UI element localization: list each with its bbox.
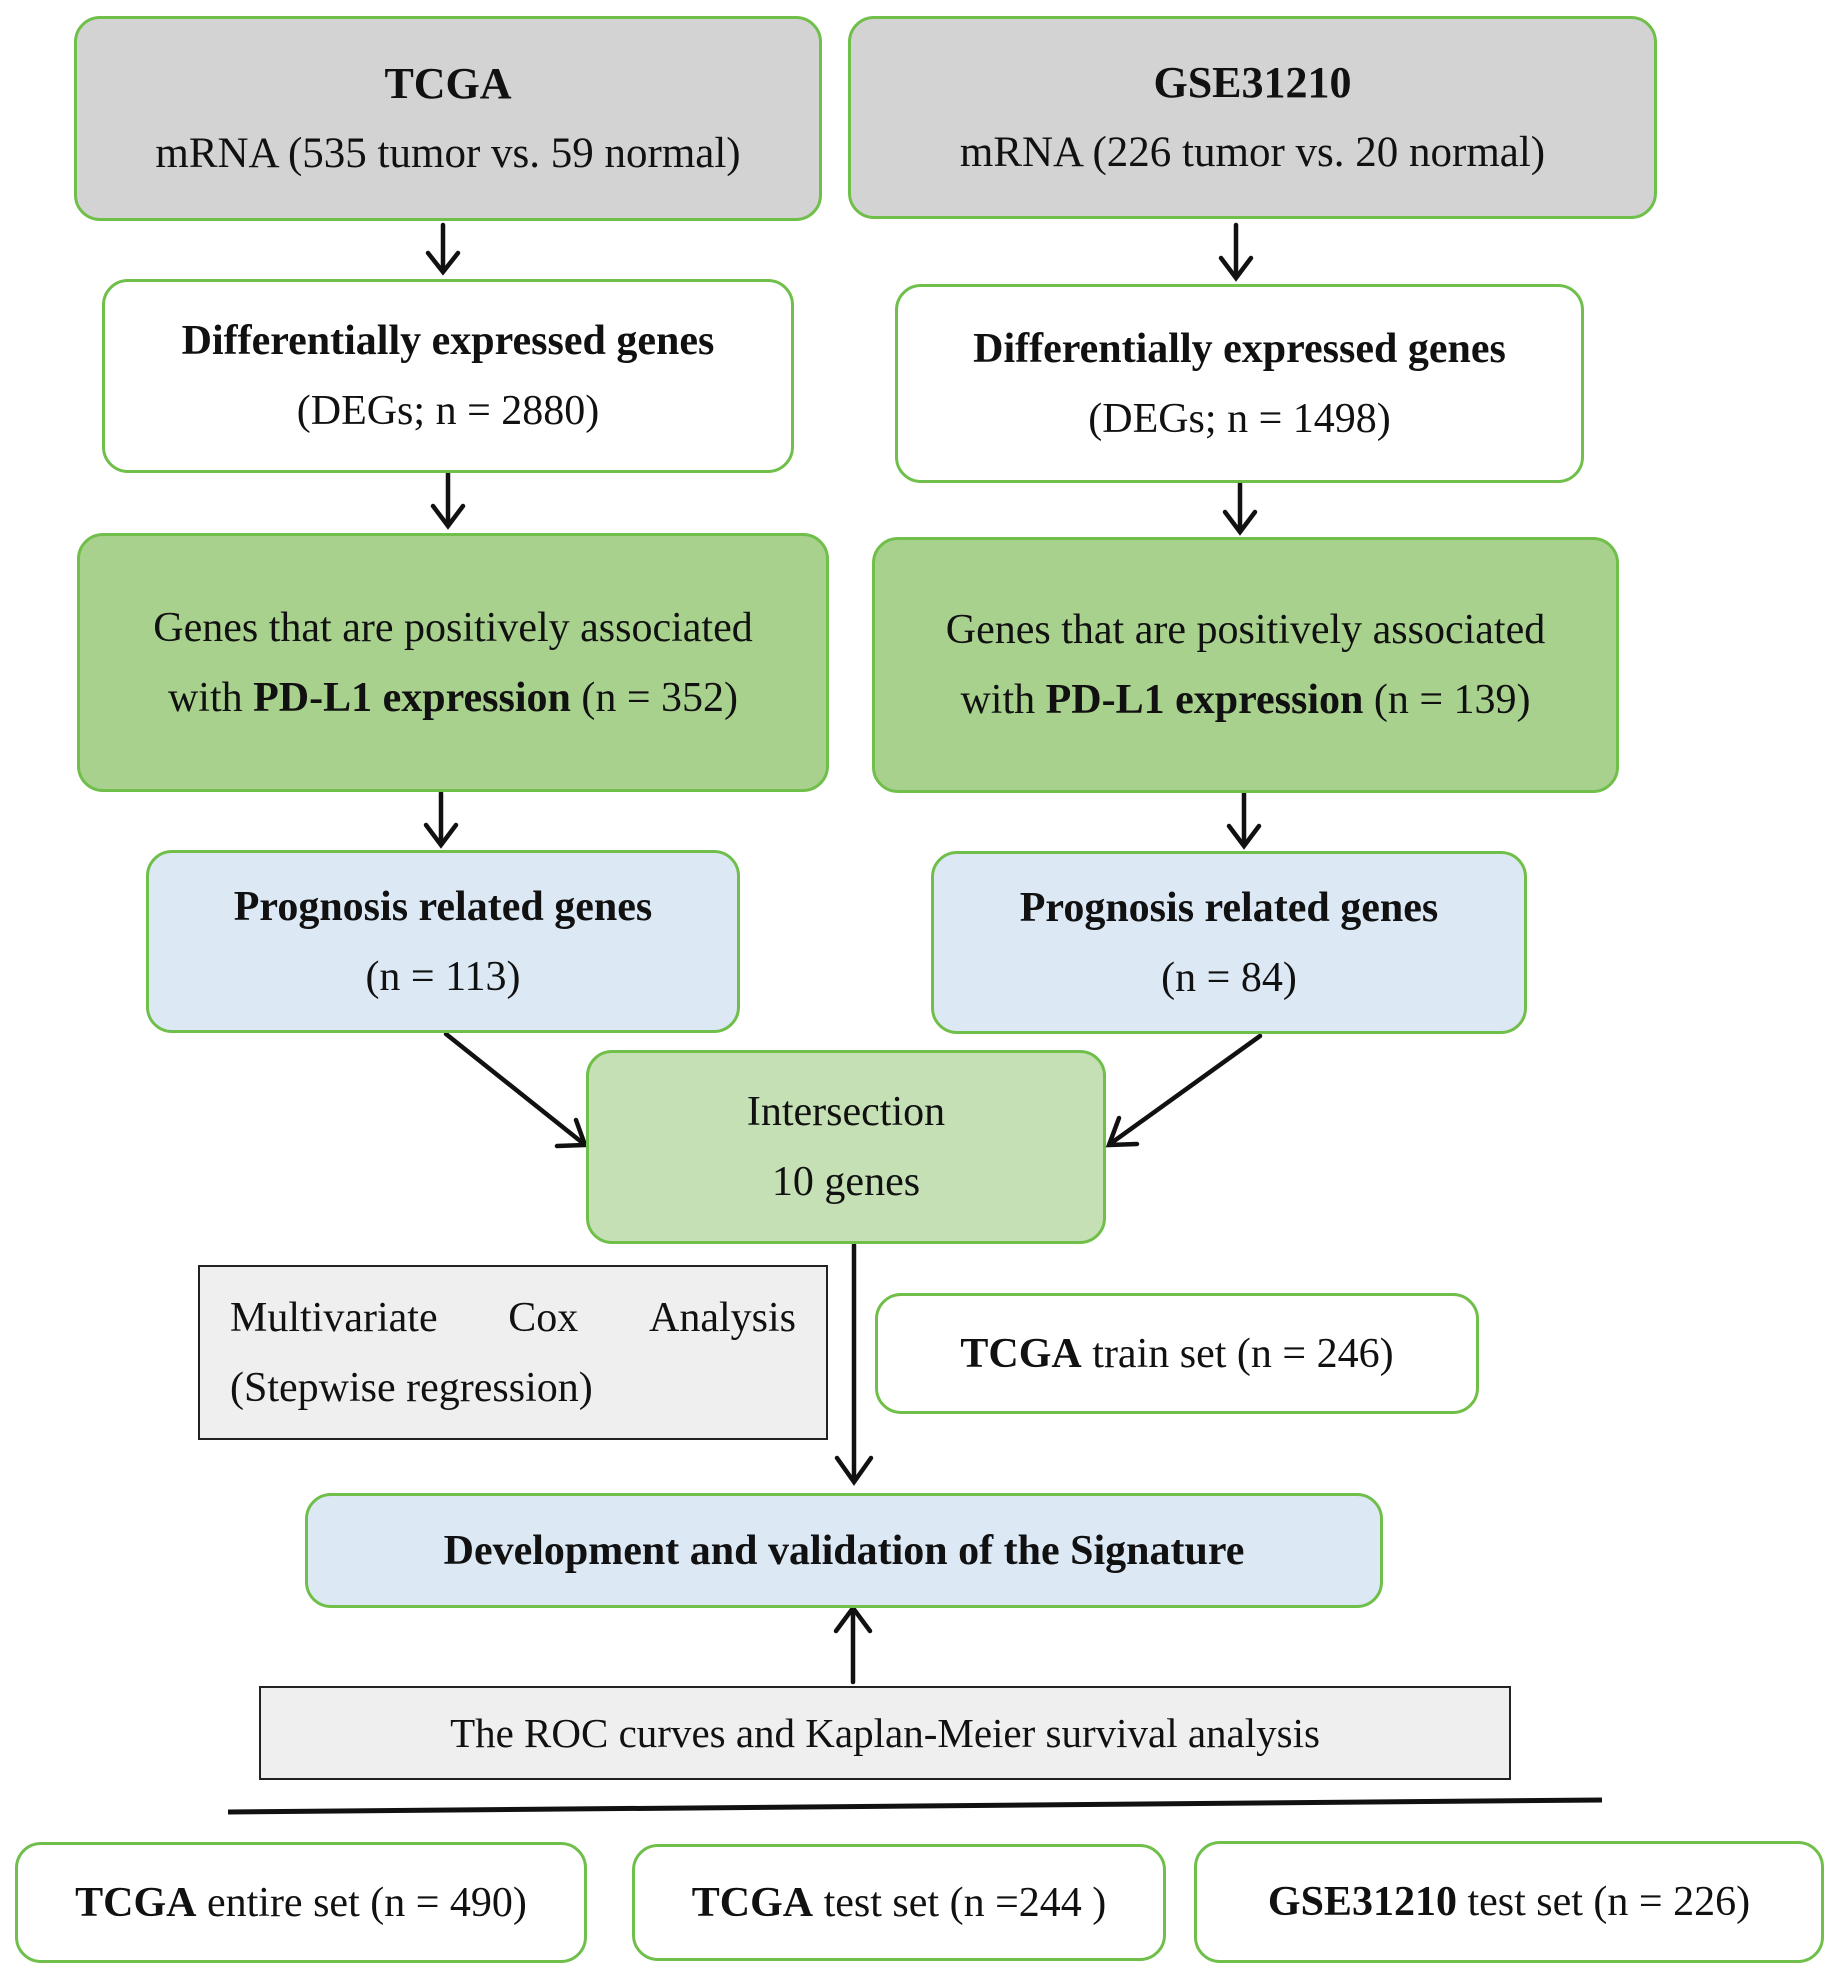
intersection-box: Intersection 10 genes: [586, 1050, 1106, 1244]
gse-degs-box: Differentially expressed genes (DEGs; n …: [895, 284, 1584, 483]
tcga-entire-set-box: TCGA entire set (n = 490): [15, 1842, 587, 1963]
gse-degs-subtitle: (DEGs; n = 1498): [1088, 395, 1391, 442]
arrowhead: [430, 503, 466, 530]
signature-title: Development and validation of the Signat…: [443, 1527, 1245, 1574]
arrowhead: [834, 1455, 874, 1486]
gse-prognosis-box: Prognosis related genes (n = 84): [931, 851, 1527, 1034]
gse-prognosis-title: Prognosis related genes: [1019, 884, 1439, 931]
tcga-source-subtitle: mRNA (535 tumor vs. 59 normal): [155, 129, 741, 177]
gse-prognosis-subtitle: (n = 84): [1161, 954, 1297, 1001]
tcga-pdl1-line1: Genes that are positively associated: [153, 604, 753, 651]
arrow-right-prognosis-to-intersection: [1107, 1033, 1263, 1147]
gse-test-set-rest: test set (n = 226): [1456, 1879, 1751, 1925]
gse-pdl1-line1: Genes that are positively associated: [945, 607, 1546, 653]
tcga-pdl1-with: with: [167, 674, 254, 721]
train-set-box: TCGA train set (n = 246): [875, 1293, 1479, 1414]
cox-line2: (Stepwise regression): [230, 1364, 593, 1411]
tcga-degs-title: Differentially expressed genes: [181, 318, 715, 364]
gse-pdl1-with: with: [960, 677, 1046, 723]
separator-line: [227, 1797, 1603, 1815]
cox-analysis-box: Multivariate Cox Analysis (Stepwise regr…: [198, 1265, 828, 1440]
train-set-rest: train set (n = 246): [1081, 1330, 1394, 1377]
arrowhead: [554, 1117, 589, 1149]
cox-word-analysis: Analysis: [649, 1294, 796, 1341]
tcga-prognosis-box: Prognosis related genes (n = 113): [146, 850, 740, 1033]
gse-source-subtitle: mRNA (226 tumor vs. 20 normal): [959, 128, 1546, 176]
gse-source-box: GSE31210 mRNA (226 tumor vs. 20 normal): [848, 16, 1657, 219]
gse-source-title: GSE31210: [1153, 57, 1352, 107]
tcga-entire-set-bold: TCGA: [75, 1879, 197, 1926]
tcga-test-set-box: TCGA test set (n =244 ): [632, 1844, 1166, 1961]
tcga-prognosis-subtitle: (n = 113): [365, 953, 521, 1000]
arrowhead: [1222, 509, 1258, 536]
tcga-pdl1-count: (n = 352): [570, 674, 739, 721]
intersection-line1: Intersection: [746, 1089, 946, 1135]
gse-test-set-bold: GSE31210: [1267, 1879, 1457, 1925]
tcga-pdl1-bold: PD-L1 expression: [253, 674, 571, 721]
gse-pdl1-count: (n = 139): [1363, 677, 1531, 723]
tcga-test-set-bold: TCGA: [691, 1879, 814, 1926]
arrowhead: [1218, 255, 1254, 282]
signature-box: Development and validation of the Signat…: [305, 1493, 1383, 1608]
arrowhead: [1105, 1115, 1140, 1148]
tcga-degs-subtitle: (DEGs; n = 2880): [296, 388, 600, 434]
arrowhead: [833, 1604, 873, 1634]
arrowhead: [425, 250, 461, 276]
intersection-line2: 10 genes: [771, 1159, 921, 1205]
gse-test-set-box: GSE31210 test set (n = 226): [1194, 1841, 1824, 1963]
roc-text: The ROC curves and Kaplan-Meier survival…: [450, 1710, 1320, 1756]
arrowhead: [1226, 823, 1262, 850]
tcga-source-title: TCGA: [384, 58, 512, 108]
cox-word-cox: Cox: [508, 1294, 579, 1341]
arrow-left-prognosis-to-intersection: [443, 1031, 587, 1147]
train-set-bold: TCGA: [960, 1330, 1082, 1377]
cox-word-multivariate: Multivariate: [230, 1294, 438, 1341]
gse-pdl1-bold: PD-L1 expression: [1045, 677, 1364, 723]
tcga-prognosis-title: Prognosis related genes: [233, 883, 653, 930]
tcga-test-set-rest: test set (n =244 ): [813, 1879, 1107, 1926]
arrowhead: [423, 822, 459, 849]
gse-degs-title: Differentially expressed genes: [973, 325, 1506, 372]
tcga-pdl1-box: Genes that are positively associated wit…: [77, 533, 829, 792]
tcga-entire-set-rest: entire set (n = 490): [196, 1879, 527, 1926]
roc-box: The ROC curves and Kaplan-Meier survival…: [259, 1686, 1511, 1780]
tcga-degs-box: Differentially expressed genes (DEGs; n …: [102, 279, 794, 473]
gse-pdl1-box: Genes that are positively associated wit…: [872, 537, 1619, 793]
tcga-source-box: TCGA mRNA (535 tumor vs. 59 normal): [74, 16, 822, 221]
